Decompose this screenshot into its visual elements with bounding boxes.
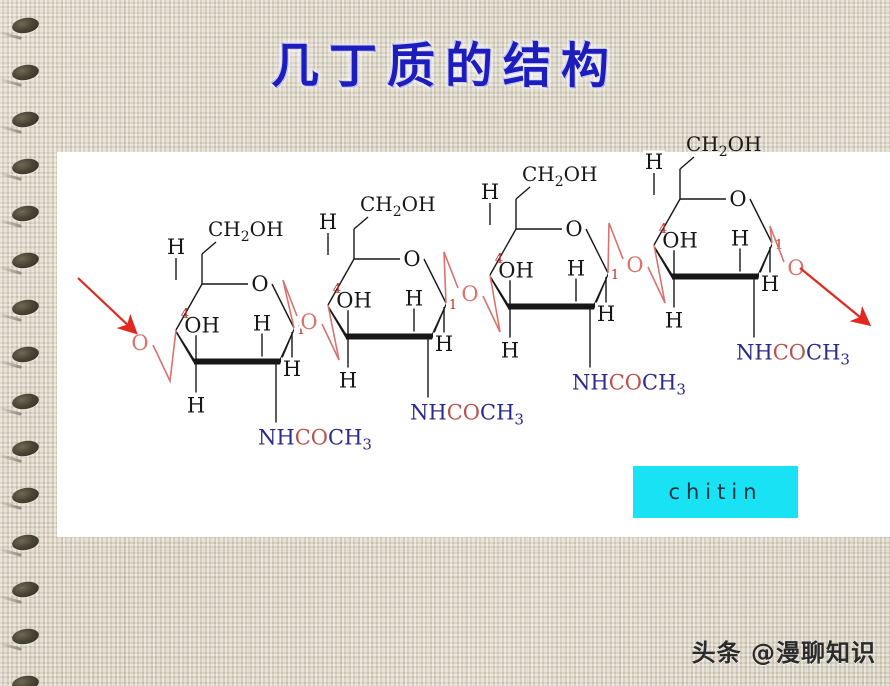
binding-hole [10,579,41,600]
binding-hole [10,438,41,459]
page-title: 几丁质的结构 [270,38,619,94]
binding-hole [10,109,41,130]
binding-hole [10,485,41,506]
binding-hole [10,532,41,553]
binding-hole [10,203,41,224]
binding-hole [10,673,41,686]
binding-hole [10,626,41,647]
chitin-label-text: chitin [668,480,763,504]
chitin-label-box: chitin [633,466,798,518]
binding-hole [10,344,41,365]
binding-hole [10,250,41,271]
binding-hole [10,156,41,177]
binding-hole [10,297,41,318]
watermark: 头条 @漫聊知识 [691,639,876,667]
binding-hole [10,391,41,412]
spiral-binding [0,0,46,686]
